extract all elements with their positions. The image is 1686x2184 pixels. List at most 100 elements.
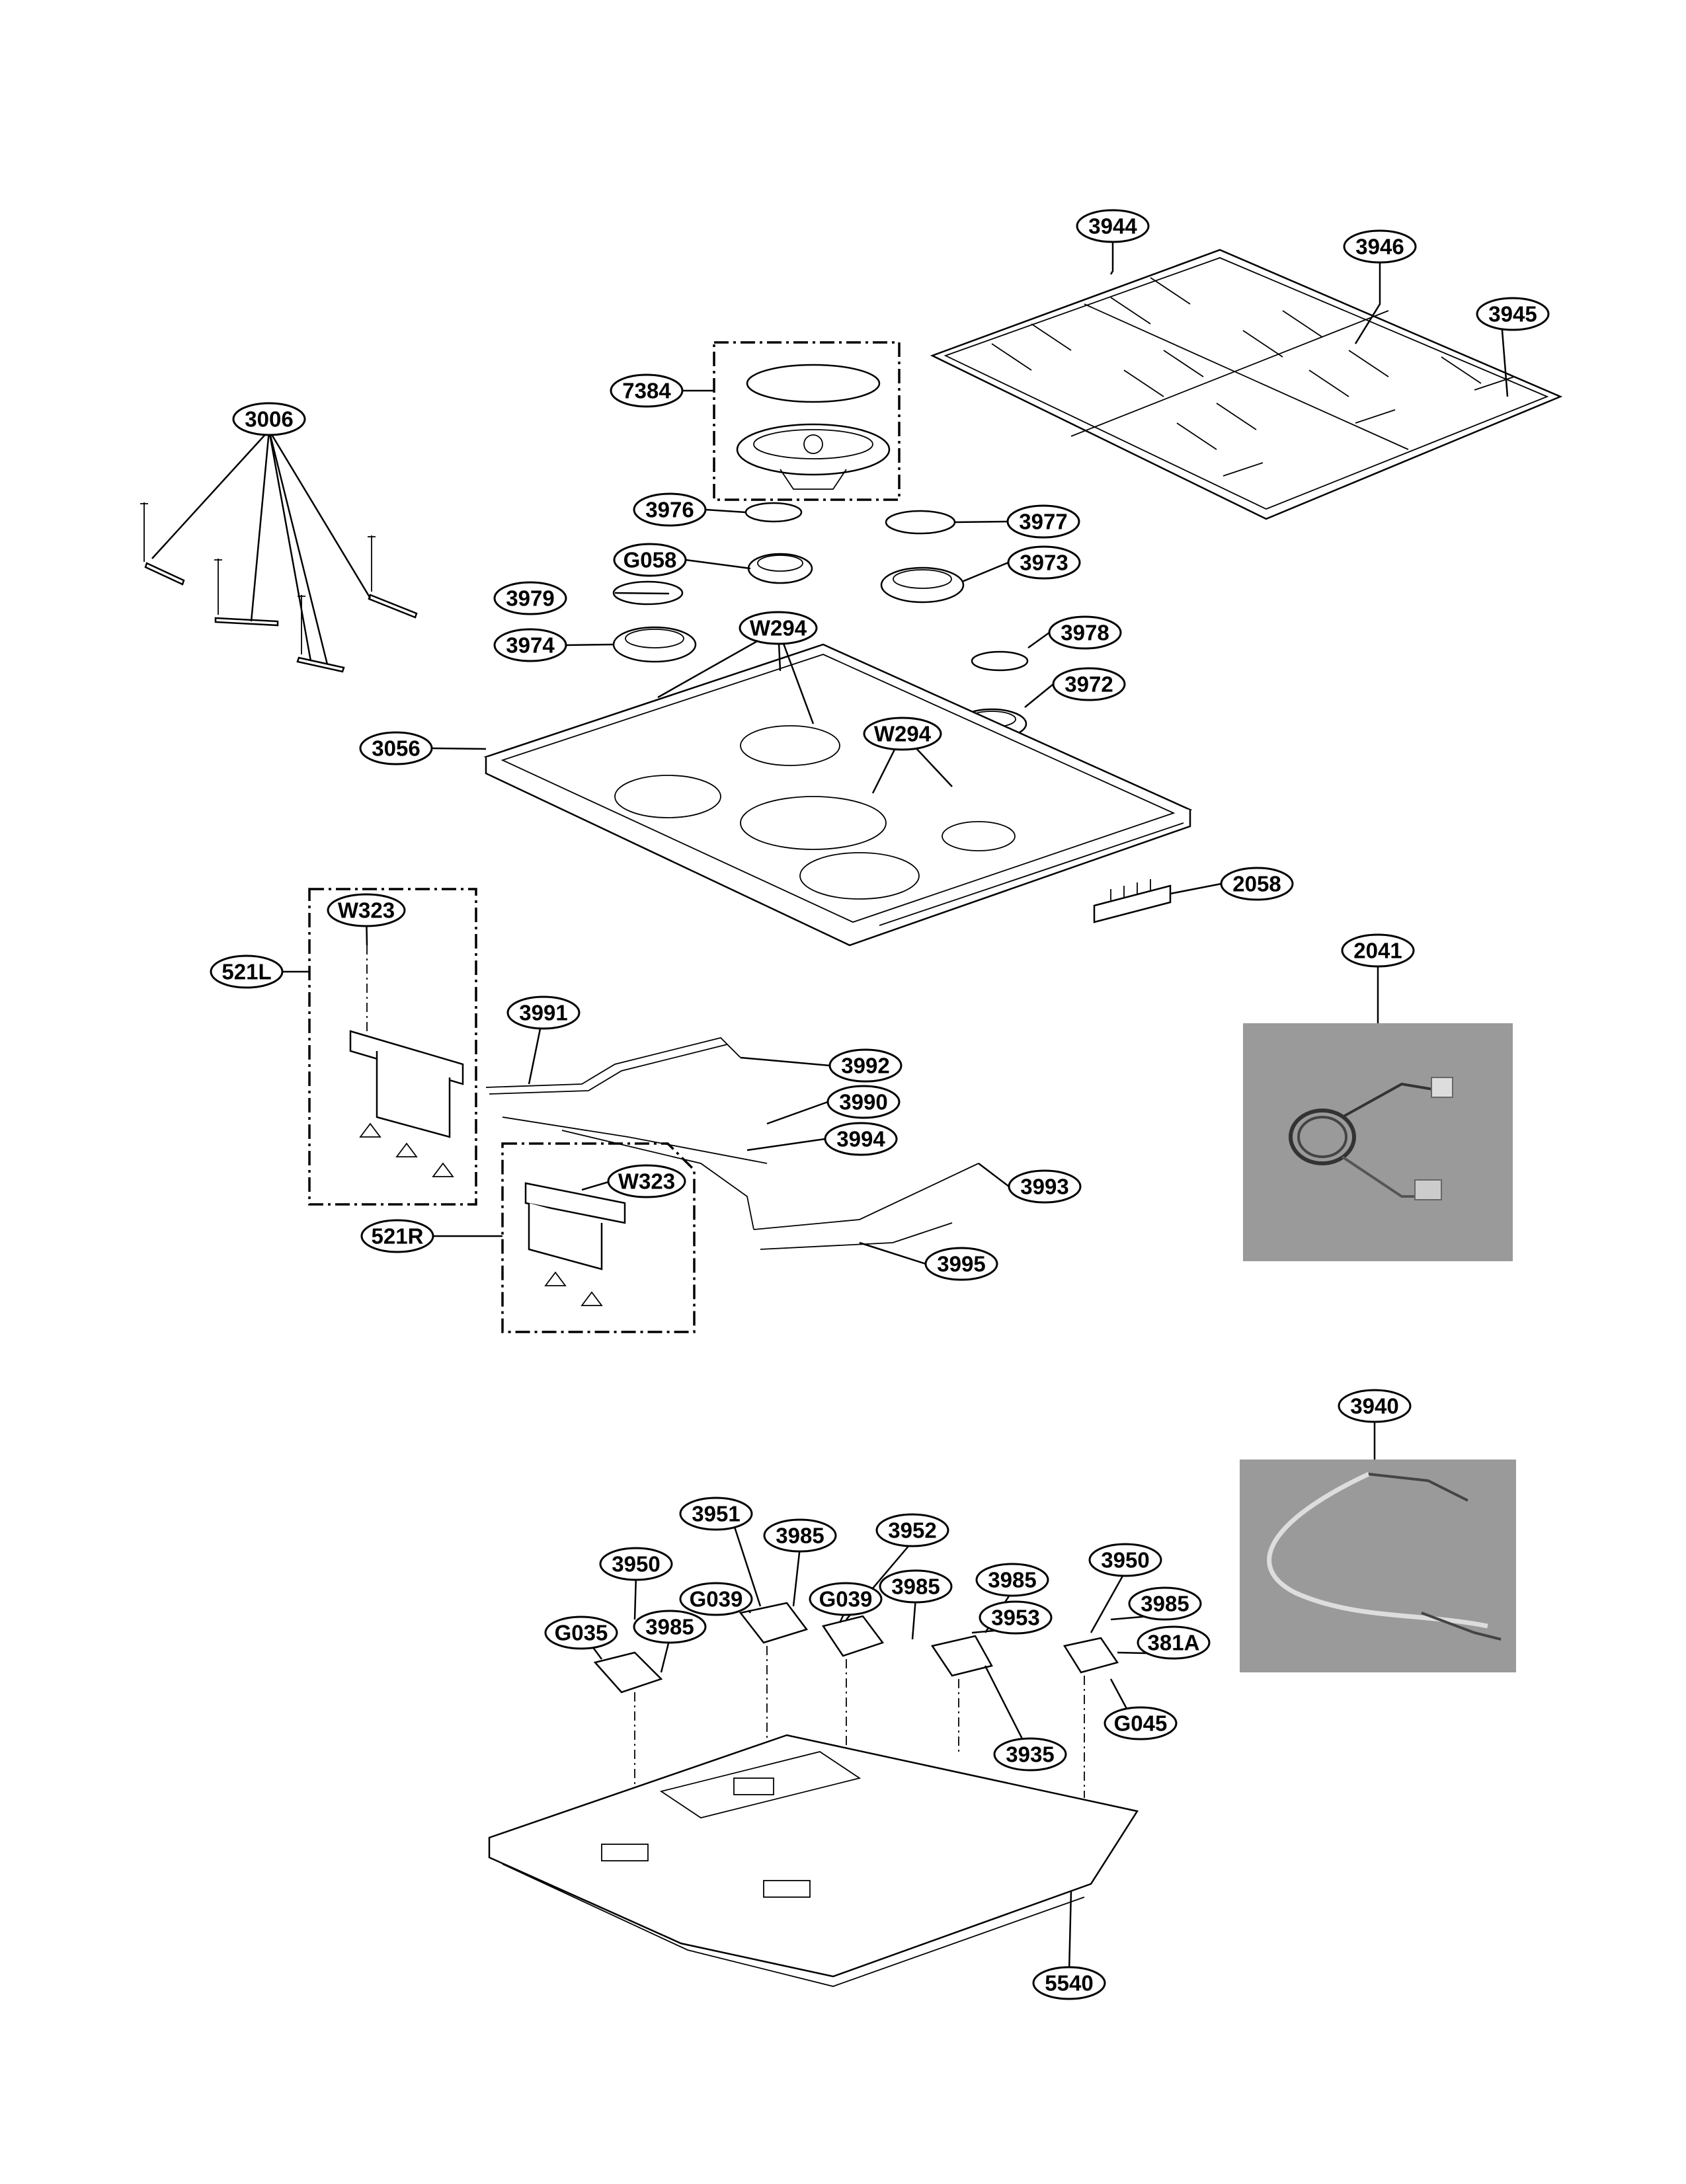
oval-burner-7384 (713, 341, 901, 501)
part-label: 3974 (493, 628, 567, 662)
part-label-text: 3985 (1141, 1592, 1189, 1616)
part-label-text: 3944 (1088, 214, 1137, 239)
part-label: 3935 (993, 1737, 1067, 1772)
part-label-text: W323 (338, 898, 395, 923)
part-label-text: W294 (874, 722, 932, 746)
part-label-text: 5540 (1045, 1971, 1093, 1996)
part-label: 3977 (1006, 504, 1080, 539)
part-label-text: 3935 (1006, 1742, 1054, 1767)
part-label-text: 3950 (1101, 1548, 1149, 1573)
part-label-text: 3979 (506, 586, 554, 611)
burner-box-plate-5540 (488, 1734, 1139, 1987)
part-label-text: 3950 (612, 1552, 660, 1577)
part-label-text: 3995 (937, 1252, 985, 1276)
part-label-text: 521L (221, 960, 271, 984)
part-label: 3993 (1008, 1169, 1082, 1204)
cooktop-panel-3056 (483, 643, 1193, 947)
part-label: 3951 (679, 1497, 753, 1531)
part-label: 3985 (763, 1518, 837, 1553)
part-label: 3994 (824, 1122, 898, 1156)
part-label-text: 3993 (1020, 1175, 1068, 1199)
part-label: 2041 (1341, 933, 1415, 968)
part-label-text: 3985 (776, 1524, 824, 1548)
part-label-text: W323 (618, 1169, 675, 1194)
small-brackets-3006 (140, 502, 418, 673)
part-label: G039 (679, 1582, 753, 1616)
part-label-text: 2058 (1232, 872, 1281, 896)
part-label-text: 3985 (988, 1568, 1036, 1592)
part-label-text: 3952 (888, 1518, 936, 1543)
part-label: 381A (1137, 1625, 1211, 1660)
part-label: 3006 (232, 402, 306, 436)
valve-assembly-521L (308, 888, 477, 1206)
part-label: 3945 (1476, 297, 1550, 331)
part-label: 3972 (1052, 667, 1126, 701)
part-label-text: 3985 (645, 1615, 694, 1639)
part-label: G045 (1104, 1706, 1178, 1740)
part-label: 3985 (1128, 1586, 1202, 1621)
wire-harness-3940-photo (1240, 1460, 1516, 1672)
part-label: 3985 (633, 1610, 707, 1644)
part-label: 3056 (359, 731, 433, 765)
part-label: W294 (863, 717, 942, 751)
part-label-text: 3991 (519, 1001, 567, 1025)
part-label-text: 3976 (645, 498, 694, 522)
part-label-text: 3990 (839, 1090, 887, 1114)
part-label-text: 3994 (836, 1127, 885, 1151)
part-label-text: 2041 (1353, 939, 1402, 963)
part-label: G039 (809, 1582, 883, 1616)
lower-burner-bases (593, 1602, 1119, 1838)
part-label-text: 3006 (245, 407, 293, 432)
part-label-text: 3977 (1019, 510, 1067, 534)
part-label-text: 3978 (1061, 621, 1109, 645)
part-label: 7384 (610, 373, 684, 408)
wire-harness-2041-photo (1243, 1023, 1513, 1261)
gas-tubes (485, 1037, 979, 1250)
part-label-text: G039 (819, 1587, 873, 1612)
burner-grates (930, 249, 1563, 520)
part-label-text: W294 (750, 616, 807, 641)
part-label: 2058 (1220, 867, 1294, 901)
valve-assembly-521R (501, 1142, 696, 1333)
part-label-text: 7384 (622, 379, 671, 403)
part-label: 3979 (493, 581, 567, 615)
part-label: 3940 (1338, 1389, 1412, 1423)
part-label-text: 381A (1148, 1631, 1200, 1655)
part-label-text: 3946 (1355, 235, 1404, 259)
part-label: W323 (607, 1164, 686, 1198)
part-label-text: 3951 (692, 1502, 740, 1526)
part-labels: 3944 3946 3945 7384 3006 3976 3977 G058 … (210, 209, 1550, 2000)
part-label-text: 3953 (991, 1606, 1039, 1630)
part-label: W294 (739, 611, 818, 645)
part-label: 521R (360, 1219, 434, 1253)
part-label: 3985 (879, 1569, 953, 1604)
part-label-text: 3985 (891, 1575, 940, 1599)
part-label: 3952 (875, 1513, 949, 1547)
part-label-text: 3972 (1064, 672, 1113, 697)
part-label-text: 3992 (841, 1054, 889, 1078)
part-label-text: G039 (690, 1587, 743, 1612)
part-label: 3950 (1088, 1543, 1162, 1577)
part-label-text: 3940 (1350, 1394, 1398, 1419)
part-label-text: 3056 (372, 736, 420, 761)
part-label-text: 3974 (506, 633, 555, 658)
part-label: 3950 (599, 1547, 673, 1581)
part-label: 521L (210, 955, 284, 989)
part-label: 3953 (979, 1600, 1053, 1635)
part-label: 3985 (975, 1563, 1049, 1597)
part-label: 5540 (1032, 1966, 1106, 2000)
part-label: 3992 (828, 1048, 903, 1083)
part-label-text: G035 (555, 1621, 608, 1645)
part-label: 3978 (1048, 615, 1122, 650)
part-label-text: G058 (623, 548, 677, 572)
part-label-text: 3945 (1488, 302, 1537, 327)
spark-module-2058 (1093, 879, 1172, 923)
part-label: 3995 (924, 1247, 998, 1281)
part-label: G035 (544, 1616, 618, 1650)
part-label: 3946 (1343, 229, 1417, 264)
part-label: 3990 (826, 1085, 901, 1119)
part-label: 3973 (1007, 545, 1081, 580)
part-label: 3991 (506, 995, 581, 1030)
part-label: 3976 (633, 492, 707, 527)
